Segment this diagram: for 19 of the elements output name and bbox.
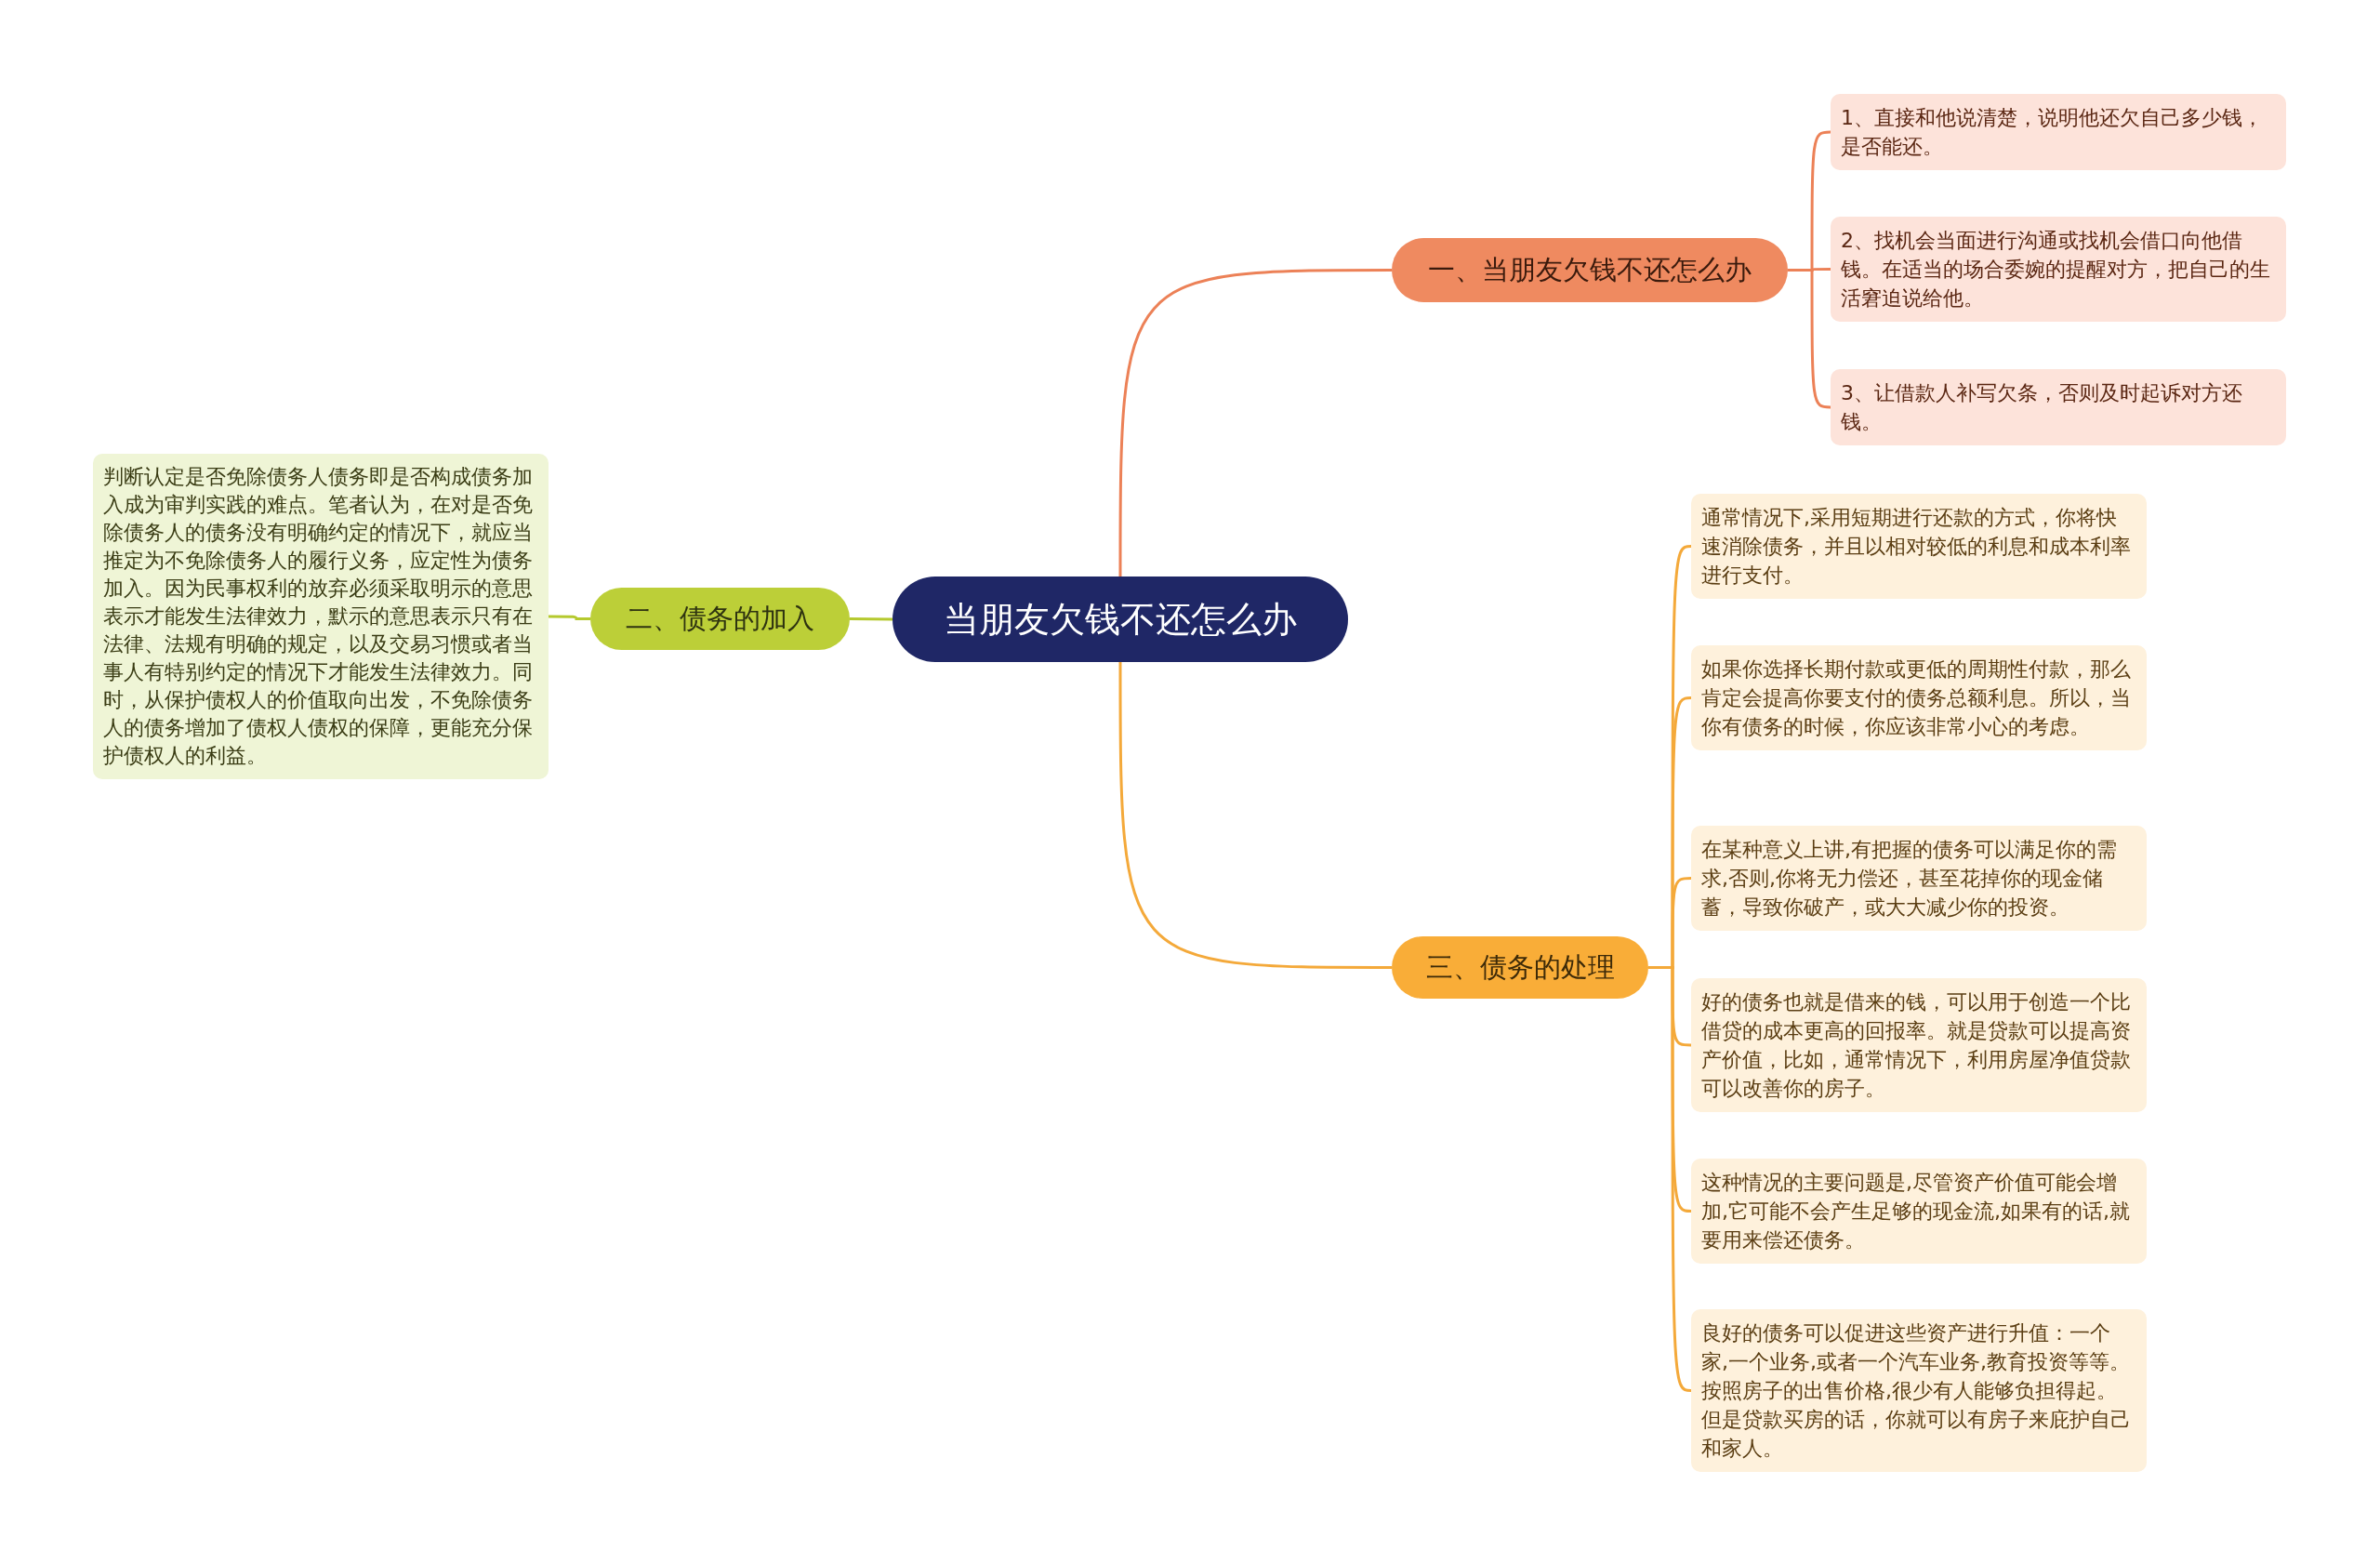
note-card: 如果你选择长期付款或更低的周期性付款，那么肯定会提高你要支付的债务总额利息。所以，当你有债务的时候，你应该非常小心的考虑。: [1691, 645, 2147, 750]
note-card: 3、让借款人补写欠条，否则及时起诉对方还钱。: [1831, 369, 2286, 445]
note-card: 良好的债务可以促进这些资产进行升值：一个家,一个业务,或者一个汽车业务,教育投资等等。按照房子的出售价格,很少有人能够负担得起。但是贷款买房的话，你就可以有房子来庇护自己和家人。: [1691, 1309, 2147, 1472]
note-card: 在某种意义上讲,有把握的债务可以满足你的需求,否则,你将无力偿还，甚至花掉你的现金储蓄，导致你破产，或大大减少你的投资。: [1691, 826, 2147, 931]
note-card: 好的债务也就是借来的钱，可以用于创造一个比借贷的成本更高的回报率。就是贷款可以提高资产价值，比如，通常情况下，利用房屋净值贷款可以改善你的房子。: [1691, 978, 2147, 1112]
note-card: 判断认定是否免除债务人债务即是否构成债务加入成为审判实践的难点。笔者认为，在对是否免除债务人的债务没有明确约定的情况下，就应当推定为不免除债务人的履行义务，应定性为债务加入。因为民事权利的放弃必须采取明示的意思表示才能发生法律效力，默示的意思表示只有在法律、法规有明确的规定，以及交易习惯或者当事人有特别约定的情况下才能发生法律效力。同时，从保护债权人的价值取向出发，不免除债务人的债务增加了债权人债权的保障，更能充分保护债权人的利益。: [93, 454, 549, 779]
connector-line: [1648, 966, 1692, 1392]
branch-topic: 二、债务的加入: [590, 588, 850, 650]
connector-line: [549, 615, 590, 620]
connector-line: [1118, 662, 1392, 969]
branch-topic: 三、债务的处理: [1392, 936, 1648, 999]
central-topic: 当朋友欠钱不还怎么办: [892, 577, 1348, 662]
connector-line: [1118, 269, 1392, 577]
note-card: 通常情况下,采用短期进行还款的方式，你将快速消除债务，并且以相对较低的利息和成本利率进行支付。: [1691, 494, 2147, 599]
note-card: 这种情况的主要问题是,尽管资产价值可能会增加,它可能不会产生足够的现金流,如果有的话,就要用来偿还债务。: [1691, 1159, 2147, 1264]
note-card: 1、直接和他说清楚，说明他还欠自己多少钱，是否能还。: [1831, 94, 2286, 170]
branch-topic: 一、当朋友欠钱不还怎么办: [1392, 238, 1788, 302]
note-card: 2、找机会当面进行沟通或找机会借口向他借钱。在适当的场合委婉的提醒对方，把自己的生活窘迫说给他。: [1831, 217, 2286, 322]
connector-line: [850, 617, 892, 621]
